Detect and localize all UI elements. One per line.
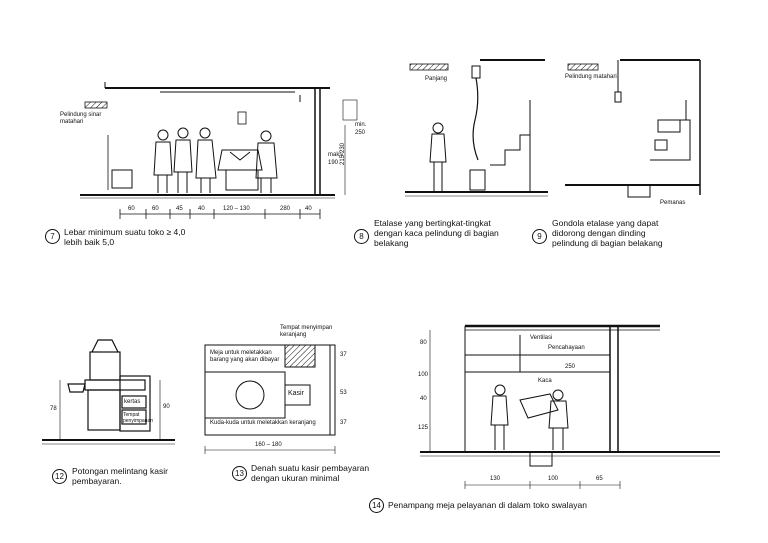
fig13-dim-53: 53 (340, 390, 347, 396)
fig12-number: 12 (52, 469, 67, 484)
fig12-caption-line1: Potongan melintang kasir (72, 466, 168, 476)
fig8-caption-line3: belakang (374, 238, 409, 248)
fig12-kertas-label: kertas (124, 399, 141, 405)
fig9-caption: Gondola etalase yang dapat didorong deng… (552, 218, 702, 248)
fig9-sun-label: Pelindung matahari (565, 74, 617, 80)
fig7-dim-2: 60 (152, 206, 159, 212)
fig13-caption-line2: dengan ukuran minimal (251, 473, 340, 483)
fig7-maks-label: maks (328, 152, 343, 158)
fig9-heater-label: Pemanas (660, 200, 686, 206)
fig7-250-label: 250 (355, 130, 366, 136)
fig7-min-label: min. (355, 122, 367, 128)
fig7-dim-1: 60 (128, 206, 135, 212)
fig7-caption-line1: Lebar minimum suatu toko ≥ 4,0 (64, 227, 186, 237)
fig7-dim-5: 120 – 130 (223, 206, 250, 212)
fig8-caption-line2: dengan kaca pelindung di bagian (374, 228, 499, 238)
fig7-caption: Lebar minimum suatu toko ≥ 4,0 lebih bai… (64, 227, 185, 247)
fig14-number: 14 (369, 498, 384, 513)
fig7-dim-4: 40 (198, 206, 205, 212)
fig7-190-label: 190 (328, 160, 339, 166)
fig8-caption: Etalase yang bertingkat-tingkat dengan k… (374, 218, 524, 248)
fig13-kasir-label: Kasir (288, 390, 304, 397)
fig12-caption: Potongan melintang kasir pembayaran. (72, 466, 168, 486)
fig9-caption-line3: pelindung di bagian belakang (552, 238, 663, 248)
fig14-dim-v-100: 100 (418, 372, 429, 378)
fig14-kaca-label: Kaca (538, 378, 552, 384)
fig7-sun-label: Pelindung sinar matahari (60, 112, 102, 125)
fig8-caption-line1: Etalase yang bertingkat-tingkat (374, 218, 491, 228)
fig9-number: 9 (532, 229, 547, 244)
fig14-dim-h-65: 65 (596, 476, 603, 482)
fig14-dim-h-130: 130 (490, 476, 501, 482)
fig13-tempat-label: Tempat menyimpan keranjang (280, 325, 333, 338)
fig7-dim-3: 45 (176, 206, 183, 212)
fig14-dim-h-100: 100 (548, 476, 559, 482)
fig8-panjang-label: Panjang (425, 76, 448, 82)
fig9-caption-line2: didorong dengan dinding (552, 228, 646, 238)
fig14-dim-v-40: 40 (420, 396, 427, 402)
fig7-dim-7: 40 (305, 206, 312, 212)
fig7-caption-line2: lebih baik 5,0 (64, 237, 115, 247)
fig7-number: 7 (45, 229, 60, 244)
fig14-dim-v-80: 80 (420, 340, 427, 346)
fig9-caption-line1: Gondola etalase yang dapat (552, 218, 659, 228)
fig13-number: 13 (232, 466, 247, 481)
fig13-dim-37b: 37 (340, 420, 347, 426)
fig12-caption-line2: pembayaran. (72, 476, 122, 486)
fig13-dim-width: 160 – 180 (255, 442, 282, 448)
fig14-250-label: 250 (565, 364, 576, 370)
fig13-meja-label: Meja untuk meletakkan barang yang akan d… (210, 350, 280, 363)
fig14-ventilasi-label: Ventilasi (530, 335, 553, 341)
fig13-caption-line1: Denah suatu kasir pembayaran (251, 463, 370, 473)
fig13-kuda-label: Kuda-kuda untuk meletakkan keranjang (210, 420, 316, 426)
fig7-215-label: 215-230 (340, 142, 346, 165)
fig12-tempat-label: Tempat penyimpanan (123, 412, 154, 424)
fig8-number: 8 (354, 229, 369, 244)
fig14-caption: Penampang meja pelayanan di dalam toko s… (388, 500, 587, 510)
fig13-caption: Denah suatu kasir pembayaran dengan ukur… (251, 463, 369, 483)
fig12-dim-90: 90 (163, 404, 170, 410)
fig13-dim-37a: 37 (340, 352, 347, 358)
fig14-pencahayaan-label: Pencahayaan (548, 345, 585, 351)
fig14-dim-v-125: 125 (418, 425, 429, 431)
fig7-dim-6: 280 (280, 206, 291, 212)
fig12-dim-78: 78 (50, 406, 57, 412)
